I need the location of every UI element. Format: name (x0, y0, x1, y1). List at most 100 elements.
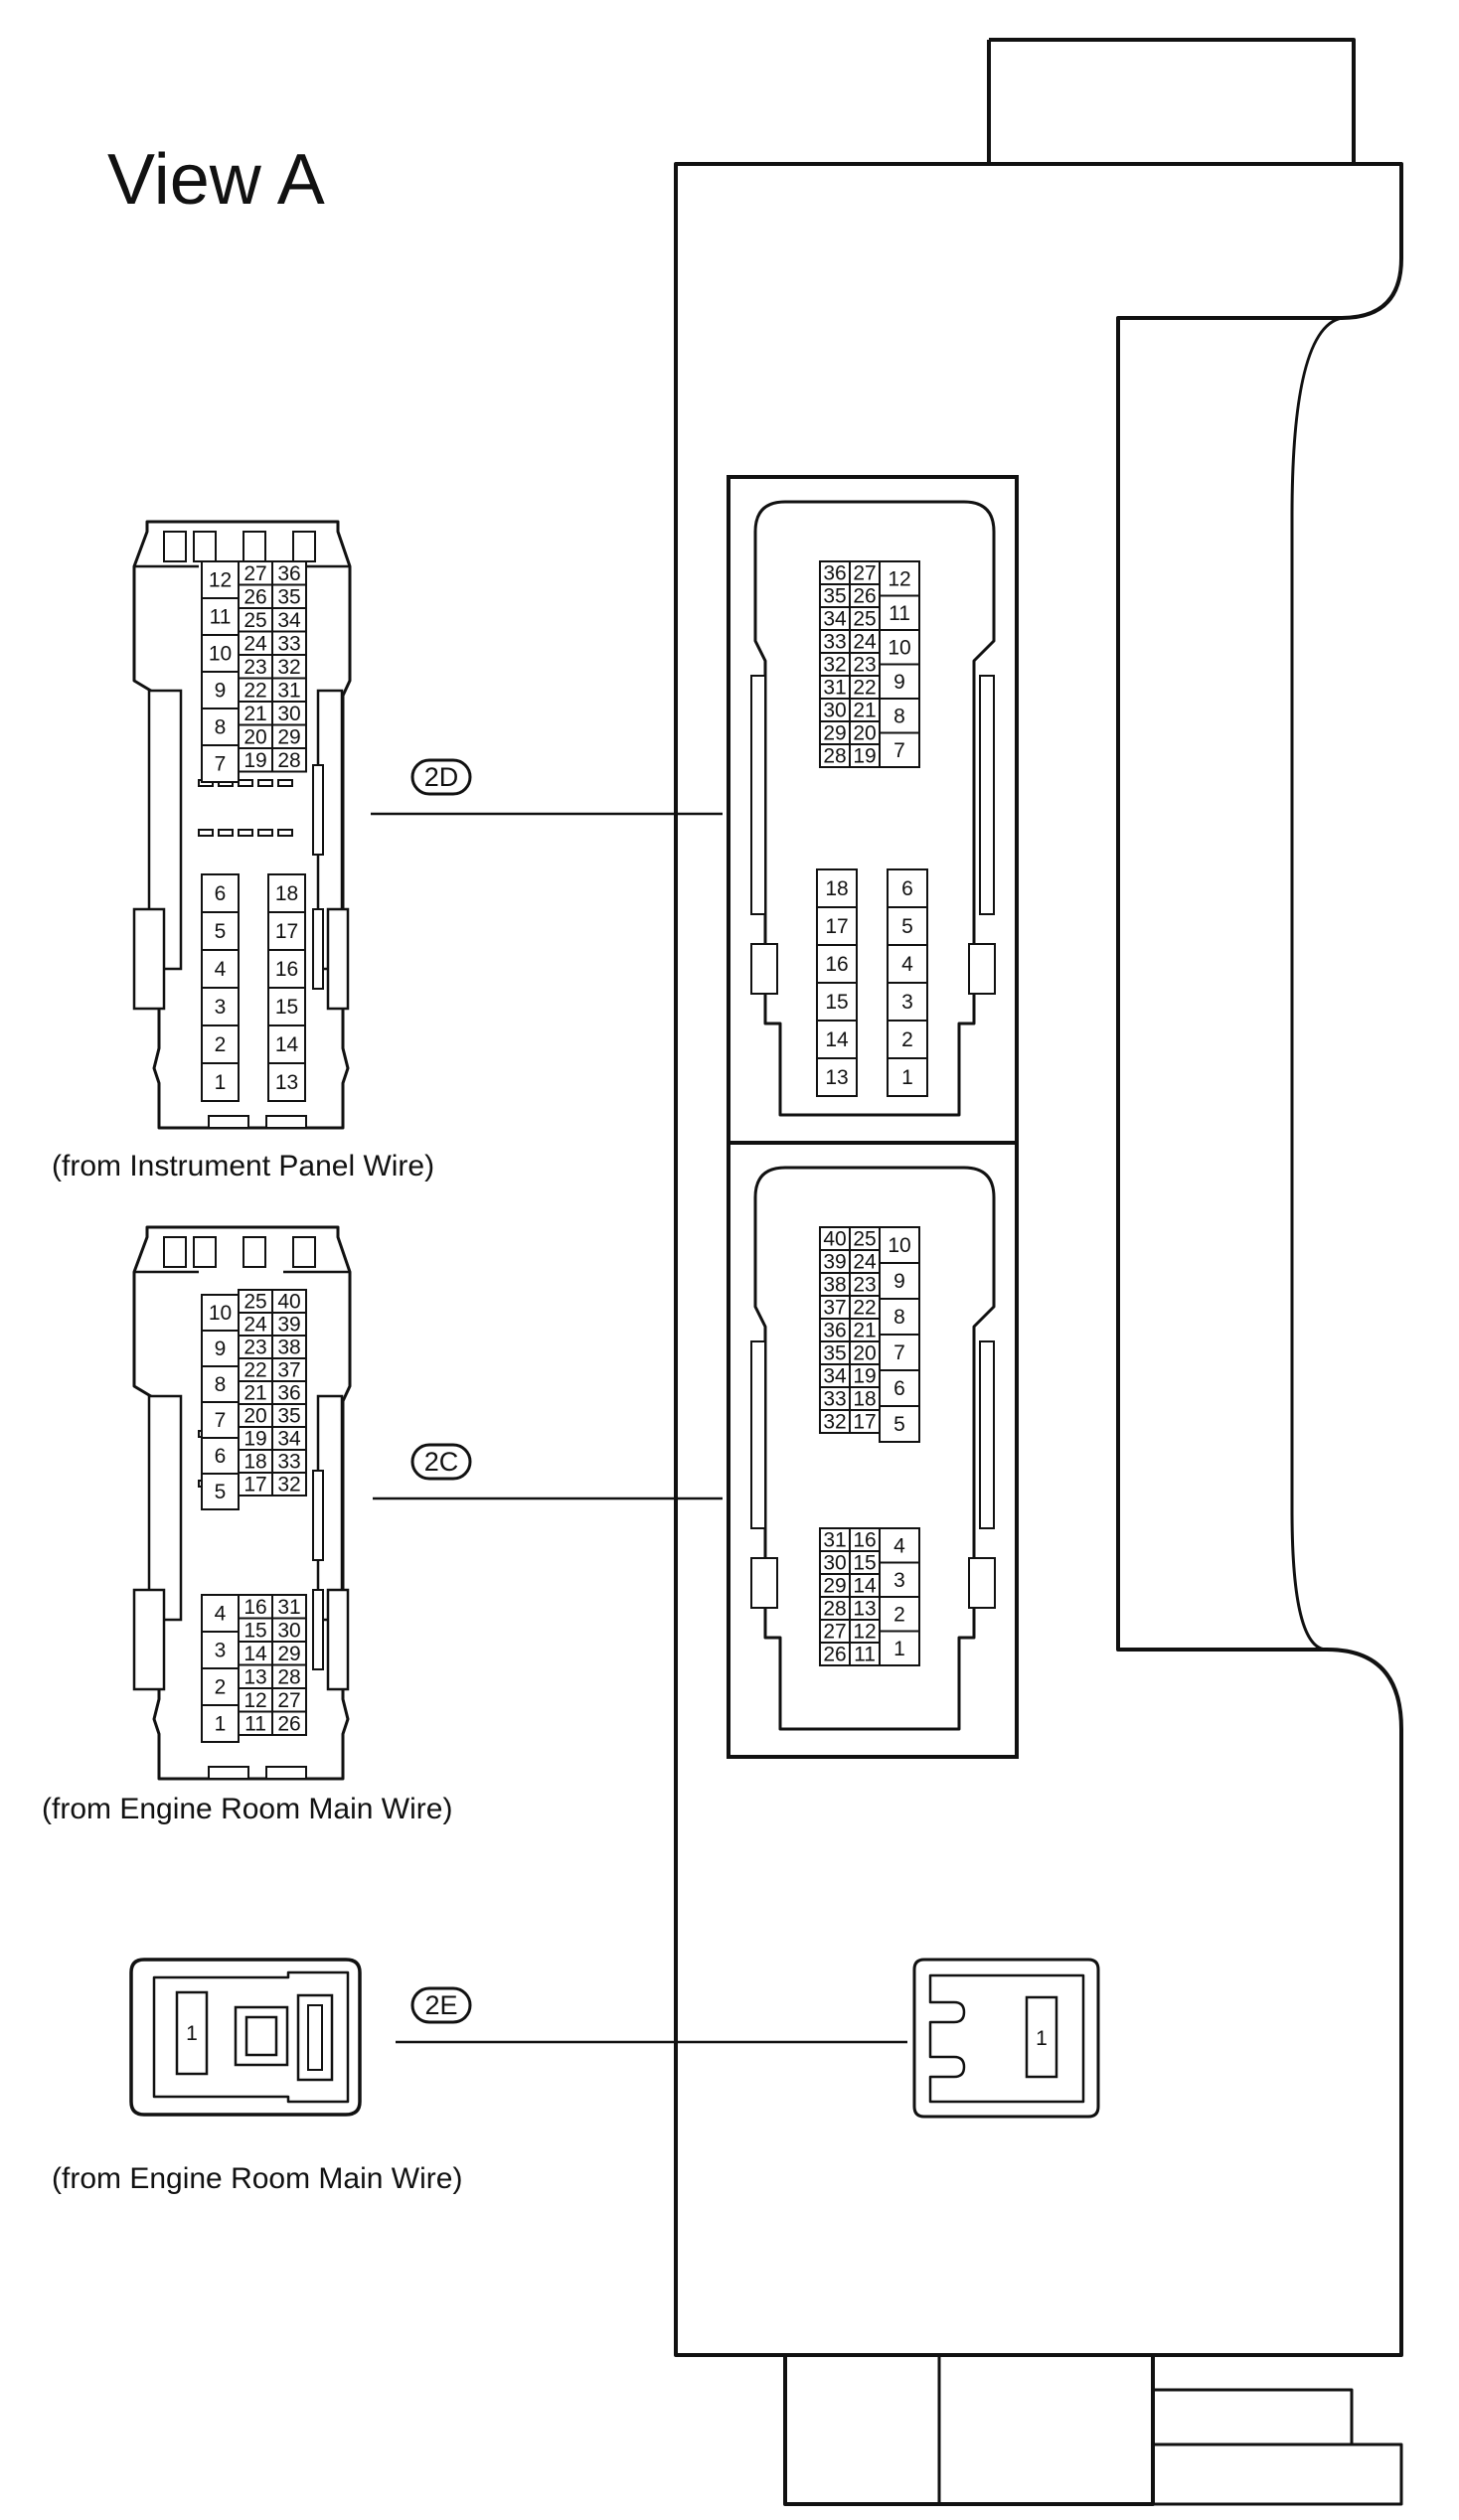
pin-number: 20 (853, 722, 876, 745)
socket-latch (750, 943, 778, 995)
pin-cell (201, 873, 240, 913)
pin-number: 33 (823, 631, 846, 654)
pin-number: 17 (853, 1411, 876, 1434)
pin-number: 26 (853, 585, 876, 608)
pin-number: 4 (215, 958, 227, 981)
pin-number: 32 (277, 656, 300, 679)
pin-number: 12 (853, 1621, 876, 1644)
plug-tick (198, 829, 214, 837)
plug-side-lug (326, 1588, 350, 1691)
pin-number: 25 (243, 1291, 266, 1314)
connector-code-badge (410, 758, 472, 796)
pin-number: 22 (853, 677, 876, 700)
pin-number: 3 (215, 1640, 227, 1662)
pin-number: 11 (210, 606, 232, 629)
pin-number: 1 (893, 1638, 905, 1660)
pin-cell (879, 663, 920, 700)
socket-housing (912, 1958, 1100, 2119)
pin-number: 14 (825, 1028, 849, 1051)
pin-number: 20 (243, 1405, 266, 1428)
pin-cell (879, 1527, 920, 1564)
connector-2d-socket: 3635343332313029282726252423222120191211… (727, 475, 1019, 1145)
pin-number: 30 (277, 703, 300, 725)
socket-rail (979, 1340, 995, 1529)
pin-number: 25 (853, 608, 876, 631)
connector-2e-plug: 1 (129, 1958, 362, 2117)
pin-cell (816, 944, 858, 984)
pin-number: 35 (277, 585, 300, 608)
pin-cell (201, 949, 240, 989)
pin-number: 20 (243, 725, 266, 748)
pin-number: 21 (243, 703, 266, 725)
pin-number: 16 (275, 958, 298, 981)
plug-lock-tab (243, 531, 266, 562)
pin-cell (879, 1561, 920, 1598)
pin-number: 10 (888, 1234, 910, 1257)
plug-side-lug (132, 1588, 166, 1691)
pin-number: 23 (243, 656, 266, 679)
pin-number: 13 (275, 1071, 298, 1094)
pin-cell (879, 560, 920, 597)
connector-code-label: 2E (424, 1990, 457, 2020)
pin-number: 10 (209, 1302, 232, 1325)
pin-number: 7 (215, 1409, 227, 1432)
pin-number: 4 (901, 953, 913, 976)
socket-rail (750, 675, 766, 915)
pin-cell (879, 1630, 920, 1666)
plug-foot (208, 1115, 249, 1129)
plug-lock-tab (292, 1236, 316, 1268)
pin-number: 33 (277, 1451, 300, 1474)
pin-number: 18 (853, 1388, 876, 1411)
plug-foot (208, 1766, 249, 1780)
pin-number: 18 (243, 1451, 266, 1474)
pin-cell (201, 1473, 240, 1510)
pin-number: 24 (853, 1251, 877, 1274)
pin-cell (201, 1330, 240, 1367)
pin-cell (879, 1405, 920, 1443)
caption-2d: (from Instrument Panel Wire) (52, 1150, 435, 1182)
pin-number: 2 (215, 1033, 227, 1056)
pin-number: 25 (853, 1228, 876, 1251)
pin-cell (879, 629, 920, 666)
connector-2c-plug: 1098765252423222120191817403938373635343… (132, 1225, 352, 1781)
pin-number: 6 (901, 877, 913, 900)
pin-number: 9 (893, 1270, 905, 1293)
plug-slot (312, 1589, 324, 1670)
pin-number: 3 (893, 1569, 905, 1592)
pin-number: 10 (888, 636, 910, 659)
pin-number: 36 (277, 1382, 300, 1405)
pin-number: 40 (277, 1291, 300, 1314)
socket-rail (979, 675, 995, 915)
pin-number: 6 (215, 882, 227, 905)
pin-number: 3 (901, 991, 913, 1014)
pin-cell (271, 1472, 307, 1496)
connector-code-badge (410, 1986, 472, 2024)
connector-code-label: 2D (424, 762, 459, 792)
pin-cell (816, 982, 858, 1022)
pin-number: 27 (823, 1621, 846, 1644)
pin-number: 35 (823, 1342, 846, 1365)
pin-cell (271, 1710, 307, 1736)
pin-number: 9 (893, 671, 905, 694)
pin-number: 9 (215, 680, 227, 703)
pin-number: 8 (215, 1373, 227, 1396)
pin-number: 26 (823, 1644, 846, 1666)
plug-lock-tab (193, 1236, 217, 1268)
bottom-tab-outline (783, 2355, 1155, 2506)
pin-number: 2 (215, 1676, 227, 1699)
plug-lock-tab (163, 1236, 187, 1268)
socket-cavity (928, 1973, 1085, 2104)
pin-number: 11 (244, 1712, 266, 1735)
pin-number: 16 (243, 1596, 266, 1619)
pin-number: 12 (243, 1689, 266, 1712)
pin-number: 32 (823, 654, 846, 677)
connector-2e-socket: 1 (912, 1958, 1100, 2119)
pin-number: 3 (215, 996, 227, 1019)
plug-lock-tab (163, 531, 187, 562)
plug-foot (265, 1766, 307, 1780)
pin-number: 36 (823, 1320, 846, 1342)
caption-2e: (from Engine Room Main Wire) (52, 2162, 463, 2195)
